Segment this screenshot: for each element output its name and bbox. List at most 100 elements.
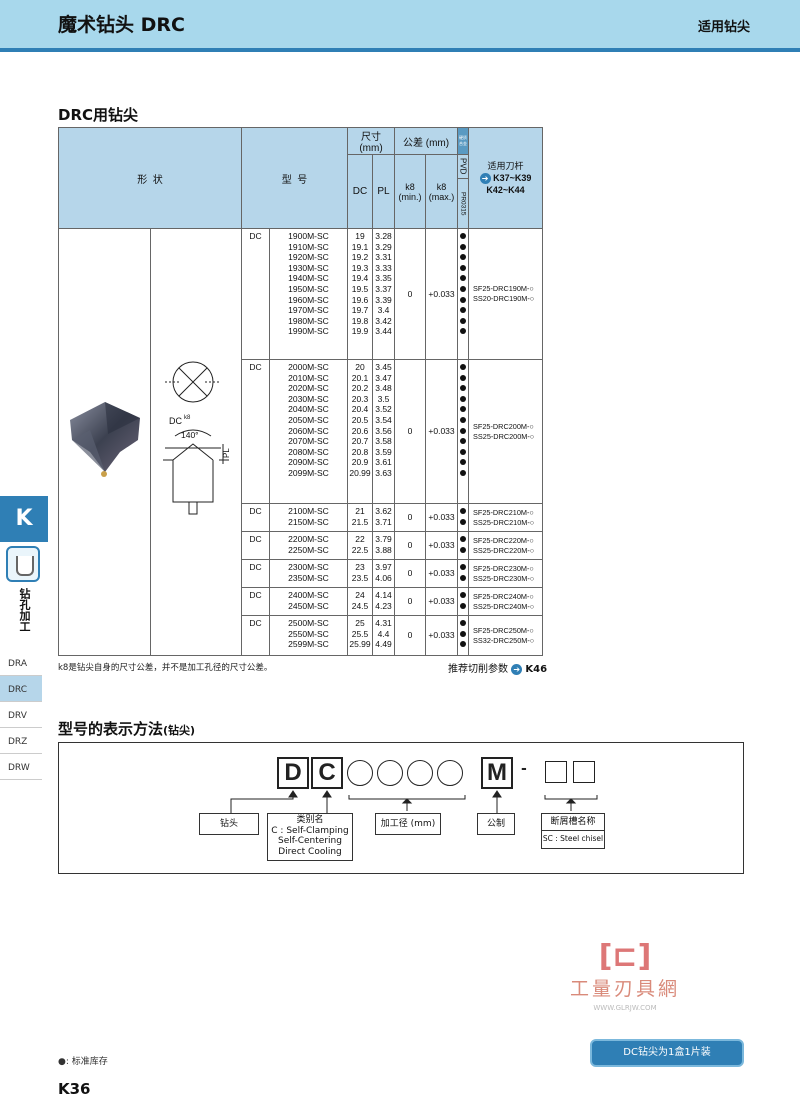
stock-dot xyxy=(460,630,467,637)
code-diagram: D C M - 钻头 类别名 C : Self-Clamping Self-Ce… xyxy=(58,742,744,874)
ref-arrow-icon: ➔ xyxy=(479,173,491,185)
stock-dot xyxy=(460,438,467,445)
group-7-prefix: DC xyxy=(241,615,270,656)
label-diameter: 加工径 (mm) xyxy=(375,813,441,835)
code-letter-d: D xyxy=(277,757,309,789)
group-4-dc: 22 22.5 xyxy=(347,531,373,560)
tolerance-note: k8是钻尖自身的尺寸公差，并不是加工孔径的尺寸公差。 xyxy=(58,663,273,673)
group-3-stock xyxy=(457,503,470,532)
group-5-stock xyxy=(457,559,470,588)
code-chip-box xyxy=(573,761,595,783)
group-5-prefix: DC xyxy=(241,559,270,588)
dc-label: DC xyxy=(169,416,182,426)
holder-label: 适用刀杆 xyxy=(487,160,524,171)
label-drill: 钻头 xyxy=(199,813,259,835)
label-type: 类别名 C : Self-Clamping Self-Centering Dir… xyxy=(267,813,353,861)
group-5-min: 0 xyxy=(394,559,427,588)
group-5-dc: 23 23.5 xyxy=(347,559,373,588)
group-5-pl: 3.97 4.06 xyxy=(371,559,396,588)
sidebar-item-drw[interactable]: DRW xyxy=(0,754,42,780)
group-1-pl: 3.28 3.29 3.31 3.33 3.35 3.37 3.39 3.4 3… xyxy=(371,228,396,360)
holder-ref-2: K42~K44 xyxy=(486,185,525,196)
code-connector-lines xyxy=(230,790,598,813)
header-pl: PL xyxy=(371,154,396,229)
group-7-holders: SF25-DRC250M-○ SS32-DRC250M-○ xyxy=(468,615,544,656)
watermark-text: 工量刃具網 xyxy=(569,978,680,1000)
group-4-prefix: DC xyxy=(241,531,270,560)
sidebar-item-drv[interactable]: DRV xyxy=(0,702,42,728)
group-4-pl: 3.79 3.88 xyxy=(371,531,396,560)
stock-dot xyxy=(460,328,467,335)
group-1-prefix: DC xyxy=(241,228,270,360)
header-pvd: PVD xyxy=(457,154,470,179)
label-type-title: 类别名 xyxy=(296,815,324,825)
group-1-stock xyxy=(457,228,470,360)
group-1-models: 1900M-SC 1910M-SC 1920M-SC 1930M-SC 1940… xyxy=(269,228,348,360)
header-model: 型 号 xyxy=(241,127,348,229)
group-6-prefix: DC xyxy=(241,587,270,616)
watermark: [⊏] 工量刃具網 WWW.GLRJW.COM xyxy=(540,940,710,1013)
group-6-holders: SF25-DRC240M-○ SS25-DRC240M-○ xyxy=(468,587,544,616)
label-chip: 断屑槽名称 SC : Steel chisel xyxy=(541,813,605,849)
stock-dot xyxy=(460,374,467,381)
pl-label: PL xyxy=(222,448,231,458)
group-3-dc: 21 21.5 xyxy=(347,503,373,532)
section2-title-main: 型号的表示方法 xyxy=(58,720,164,738)
angle-label: 140° xyxy=(181,430,199,440)
stock-dot xyxy=(460,574,467,581)
group-4-min: 0 xyxy=(394,531,427,560)
group-1-holders: SF25-DRC190M-○ SS20-DRC190M-○ xyxy=(468,228,544,360)
watermark-url: WWW.GLRJW.COM xyxy=(593,1004,657,1012)
header-dc: DC xyxy=(347,154,373,229)
group-5-models: 2300M-SC 2350M-SC xyxy=(269,559,348,588)
dc-sup: k8 xyxy=(184,415,191,421)
section2-title-suffix: (钻尖) xyxy=(163,724,196,737)
stock-dot xyxy=(460,395,467,402)
stock-dot xyxy=(460,285,467,292)
header-holder: 适用刀杆 ➔ K37~K39 K42~K44 xyxy=(468,127,544,229)
label-type-detail: C : Self-Clamping Self-Centering Direct … xyxy=(271,825,349,857)
stock-dot xyxy=(460,641,467,648)
header-tolerance: 公差 (mm) xyxy=(394,127,459,155)
drilling-icon xyxy=(6,546,40,582)
group-2-stock xyxy=(457,359,470,504)
sidebar-item-drc[interactable]: DRC xyxy=(0,676,42,702)
header-k8min: k8 (min.) xyxy=(394,154,427,229)
stock-dot xyxy=(460,459,467,466)
stock-dot xyxy=(460,254,467,261)
group-3-prefix: DC xyxy=(241,503,270,532)
code-chip-box xyxy=(545,761,567,783)
stock-dot xyxy=(460,518,467,525)
package-info-button[interactable]: DC钻尖为1盒1片装 xyxy=(590,1039,744,1067)
stock-dot xyxy=(460,620,467,626)
header-k8max: k8 (max.) xyxy=(425,154,459,229)
drill-tip-photo xyxy=(58,228,151,656)
stock-dot xyxy=(460,364,467,370)
label-chip-detail: SC : Steel chisel xyxy=(542,830,604,847)
group-6-stock xyxy=(457,587,470,616)
holder-ref-1: K37~K39 xyxy=(493,172,532,183)
recommend-link[interactable]: 推荐切削参数 ➔ K46 xyxy=(448,660,547,675)
group-5-holders: SF25-DRC230M-○ SS25-DRC230M-○ xyxy=(468,559,544,588)
stock-dot xyxy=(460,427,467,434)
stock-dot xyxy=(460,416,467,423)
sidebar-item-dra[interactable]: DRA xyxy=(0,650,42,676)
group-1-min: 0 xyxy=(394,228,427,360)
stock-dot xyxy=(460,243,467,250)
sidebar-item-drz[interactable]: DRZ xyxy=(0,728,42,754)
group-3-pl: 3.62 3.71 xyxy=(371,503,396,532)
page-subtitle: 适用钻尖 xyxy=(697,20,750,35)
group-4-max: +0.033 xyxy=(425,531,459,560)
stock-dot xyxy=(460,307,467,314)
code-digit-circle xyxy=(437,760,463,786)
section-tab-k[interactable]: K xyxy=(0,496,48,542)
group-7-models: 2500M-SC 2550M-SC 2599M-SC xyxy=(269,615,348,656)
ref-arrow-icon: ➔ xyxy=(511,663,523,675)
group-4-models: 2200M-SC 2250M-SC xyxy=(269,531,348,560)
group-2-dc: 20 20.1 20.2 20.3 20.4 20.5 20.6 20.7 20… xyxy=(347,359,373,504)
group-3-models: 2100M-SC 2150M-SC xyxy=(269,503,348,532)
group-6-pl: 4.14 4.23 xyxy=(371,587,396,616)
drill-tip-photo-icon xyxy=(69,401,140,477)
stock-dot xyxy=(460,592,467,598)
label-chip-title: 断屑槽名称 xyxy=(550,817,596,827)
